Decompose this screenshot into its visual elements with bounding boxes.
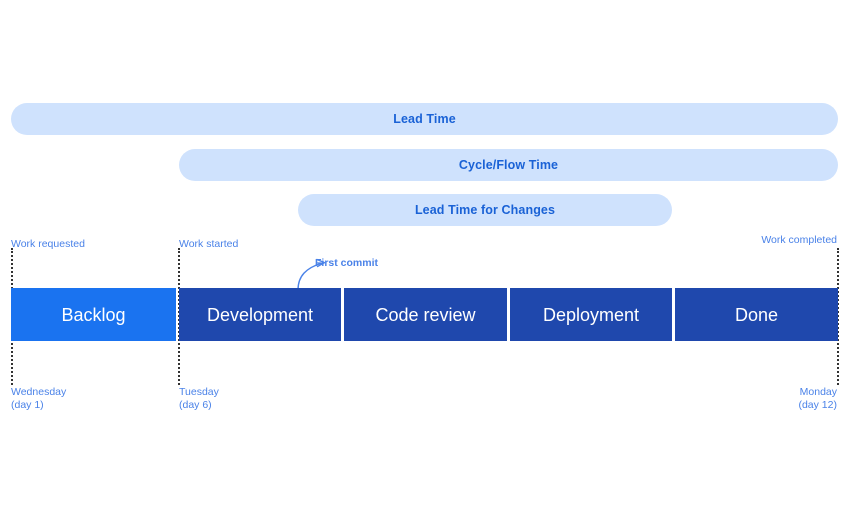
day-label-work-started: Tuesday (day 6) — [179, 386, 219, 412]
metric-bar-lead-time: Lead Time — [11, 103, 838, 135]
day-name: Monday — [799, 386, 837, 398]
day-name: Tuesday — [179, 386, 219, 398]
metric-bar-cycle-flow-time: Cycle/Flow Time — [179, 149, 838, 181]
stage-box-code-review[interactable]: Code review — [344, 288, 507, 341]
day-label-work-completed: Monday (day 12) — [798, 386, 837, 412]
stage-label: Development — [206, 304, 314, 325]
metric-bar-label: Cycle/Flow Time — [458, 157, 559, 172]
stage-label: Done — [734, 304, 779, 325]
stage-label: Backlog — [61, 304, 126, 325]
stage-label: Deployment — [542, 304, 640, 325]
day-number: (day 6) — [179, 399, 212, 411]
metric-bar-lead-time-for-changes: Lead Time for Changes — [298, 194, 672, 226]
marker-caption-work-completed: Work completed — [761, 234, 837, 246]
metric-bar-label: Lead Time — [393, 111, 456, 126]
day-name: Wednesday — [11, 386, 67, 398]
stage-box-deployment[interactable]: Deployment — [510, 288, 672, 341]
stage-label: Code review — [375, 304, 476, 325]
marker-line-work-completed — [837, 248, 839, 385]
stage-box-backlog[interactable]: Backlog — [11, 288, 176, 341]
day-number: (day 1) — [11, 399, 44, 411]
day-label-work-requested: Wednesday (day 1) — [11, 386, 66, 412]
marker-caption-work-requested: Work requested — [11, 238, 85, 250]
stage-box-done[interactable]: Done — [675, 288, 838, 341]
annotation-label-first-commit: First commit — [315, 257, 379, 269]
day-number: (day 12) — [798, 399, 837, 411]
metric-bar-label: Lead Time for Changes — [414, 202, 556, 217]
marker-caption-work-started: Work started — [179, 238, 239, 250]
stage-box-development[interactable]: Development — [179, 288, 341, 341]
